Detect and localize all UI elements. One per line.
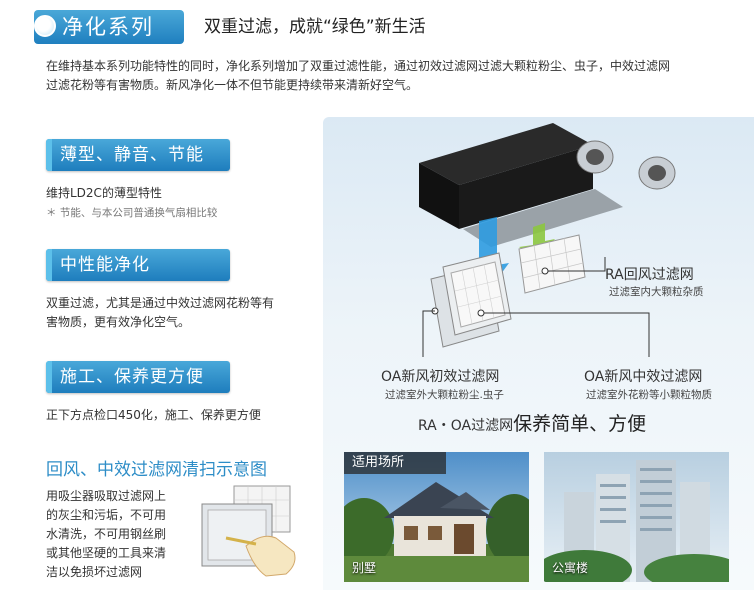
cleaning-line: 的灰尘和污垢，不可用 bbox=[46, 508, 167, 522]
feature-text: 双重过滤，尤其是通过中效过滤网花粉等有 bbox=[46, 296, 275, 310]
series-tab bbox=[34, 10, 184, 44]
feature-tab-thin: 薄型、静音、节能 bbox=[46, 139, 230, 171]
slogan: 双重过滤，成就“绿色”新生活 bbox=[204, 17, 426, 37]
oa-medium-filter-label: OA新风中效过滤网 bbox=[584, 369, 703, 385]
oa-filter-stack-icon bbox=[430, 252, 512, 348]
apartment-image bbox=[544, 452, 729, 582]
cleaning-illustration bbox=[201, 485, 296, 577]
villa-caption: 别墅 bbox=[352, 561, 377, 575]
maintenance-caption: RA・OA过滤网保养简单、方便 bbox=[418, 413, 646, 437]
feature-title: 薄型、静音、节能 bbox=[60, 145, 204, 165]
maintenance-prefix: RA・OA过滤网 bbox=[418, 418, 514, 434]
series-bullet-icon bbox=[34, 15, 56, 37]
ra-filter-label: RA回风过滤网 bbox=[605, 267, 694, 283]
cleaning-line: 洁以免损坏过滤网 bbox=[46, 565, 143, 579]
feature-title: 中性能净化 bbox=[60, 255, 150, 275]
feature-text: 维持LD2C的薄型特性 bbox=[46, 186, 162, 200]
feature-tab-purify: 中性能净化 bbox=[46, 249, 230, 281]
cleaning-title: 回风、中效过滤网清扫示意图 bbox=[46, 460, 267, 480]
oa-primary-filter-label: OA新风初效过滤网 bbox=[381, 369, 500, 385]
apartment-photo: 公寓楼 bbox=[544, 452, 729, 582]
feature-tab-install: 施工、保养更方便 bbox=[46, 361, 230, 393]
ventilator-diagram bbox=[419, 123, 676, 357]
apartment-caption: 公寓楼 bbox=[552, 561, 589, 575]
cleaning-instructions: 用吸尘器吸取过滤网上 的灰尘和污垢，不可用 水清洗，不可用钢丝刷 或其他坚硬的工… bbox=[46, 487, 188, 582]
ra-filter-icon bbox=[518, 234, 586, 294]
series-title: 净化系列 bbox=[62, 15, 154, 39]
feature-text: 害物质，更有效净化空气。 bbox=[46, 315, 191, 329]
intro-line-2: 过滤花粉等有害物质。新风净化一体不但节能更持续带来清新好空气。 bbox=[46, 78, 419, 92]
feature-text: 正下方点检口450化，施工、保养更方便 bbox=[46, 408, 261, 422]
oa-medium-filter-desc: 过滤室外花粉等小颗粒物质 bbox=[586, 389, 712, 401]
cleaning-line: 用吸尘器吸取过滤网上 bbox=[46, 489, 167, 503]
usage-tag: 适用场所 bbox=[344, 452, 446, 474]
cleaning-line: 水清洗，不可用钢丝刷 bbox=[46, 527, 167, 541]
maintenance-emphasis: 保养简单、方便 bbox=[513, 413, 647, 435]
intro-paragraph: 在维持基本系列功能特性的同时，净化系列增加了双重过滤性能，通过初效过滤网过滤大颗… bbox=[46, 57, 746, 95]
cleaning-line: 或其他坚硬的工具来清 bbox=[46, 546, 167, 560]
intro-line-1: 在维持基本系列功能特性的同时，净化系列增加了双重过滤性能，通过初效过滤网过滤大颗… bbox=[46, 59, 671, 73]
feature-title: 施工、保养更方便 bbox=[60, 367, 204, 387]
feature-note: ＊ 节能、与本公司普通换气扇相比较 bbox=[46, 207, 218, 219]
ra-filter-desc: 过滤室内大颗粒杂质 bbox=[609, 286, 704, 298]
oa-primary-filter-desc: 过滤室外大颗粒粉尘.虫子 bbox=[385, 389, 504, 401]
